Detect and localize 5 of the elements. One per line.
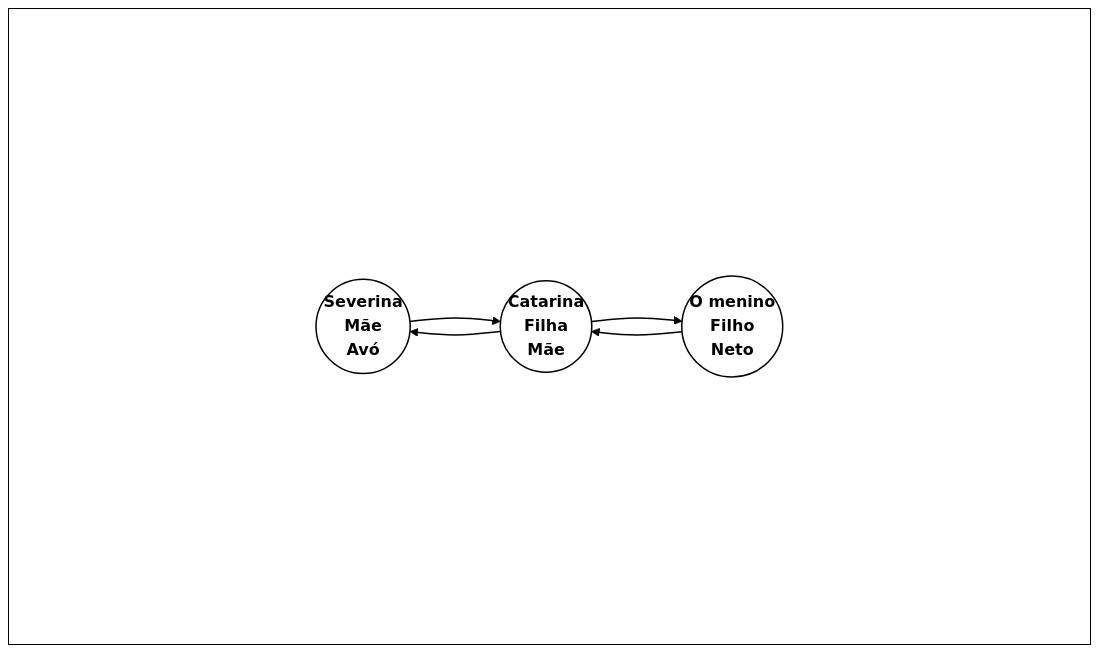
node-circle: Severina Mãe Avó (315, 278, 412, 375)
node-circle: O menino Filho Neto (681, 275, 784, 378)
arrow (409, 316, 502, 325)
node-circle: Catarina Filha Mãe (499, 279, 593, 373)
arrow (591, 328, 683, 337)
